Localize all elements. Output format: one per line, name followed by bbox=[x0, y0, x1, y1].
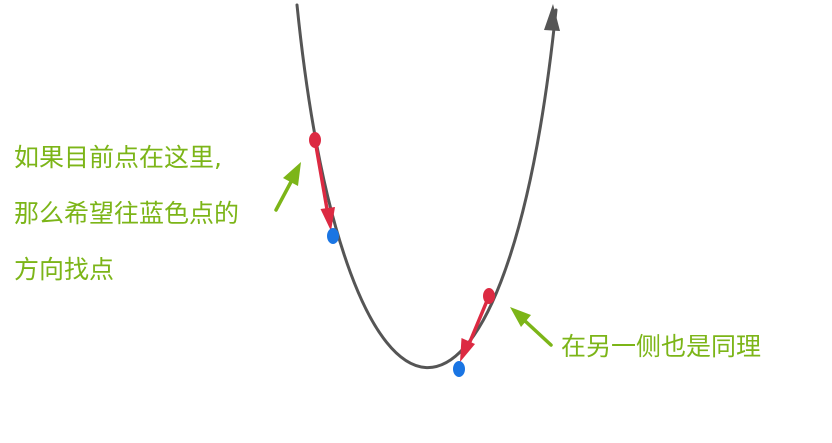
left-annotation-line-3: 方向找点 bbox=[14, 255, 115, 284]
right-blue-point bbox=[453, 361, 465, 377]
left-gradient-arrowhead bbox=[320, 207, 335, 231]
left-blue-point bbox=[327, 228, 339, 244]
right-callout-arrow-shaft bbox=[522, 318, 553, 347]
right-annotation: 在另一侧也是同理 bbox=[561, 332, 762, 361]
left-annotation-line-2: 那么希望往蓝色点的 bbox=[14, 199, 240, 228]
left-callout-arrowhead bbox=[283, 162, 301, 186]
left-annotation-line-1: 如果目前点在这里, bbox=[14, 143, 222, 172]
right-callout-arrowhead bbox=[510, 307, 531, 327]
parabola-curve bbox=[295, 3, 558, 369]
right-gradient-arrow-shaft bbox=[467, 294, 491, 346]
right-red-point bbox=[483, 288, 495, 304]
left-annotation: 如果目前点在这里, 那么希望往蓝色点的 方向找点 bbox=[14, 145, 239, 313]
curve-arrowhead bbox=[544, 4, 560, 31]
left-gradient-arrow-shaft bbox=[313, 138, 330, 214]
right-gradient-arrowhead bbox=[460, 338, 475, 362]
left-red-point bbox=[309, 132, 321, 148]
left-callout-arrow-shaft bbox=[274, 178, 294, 212]
